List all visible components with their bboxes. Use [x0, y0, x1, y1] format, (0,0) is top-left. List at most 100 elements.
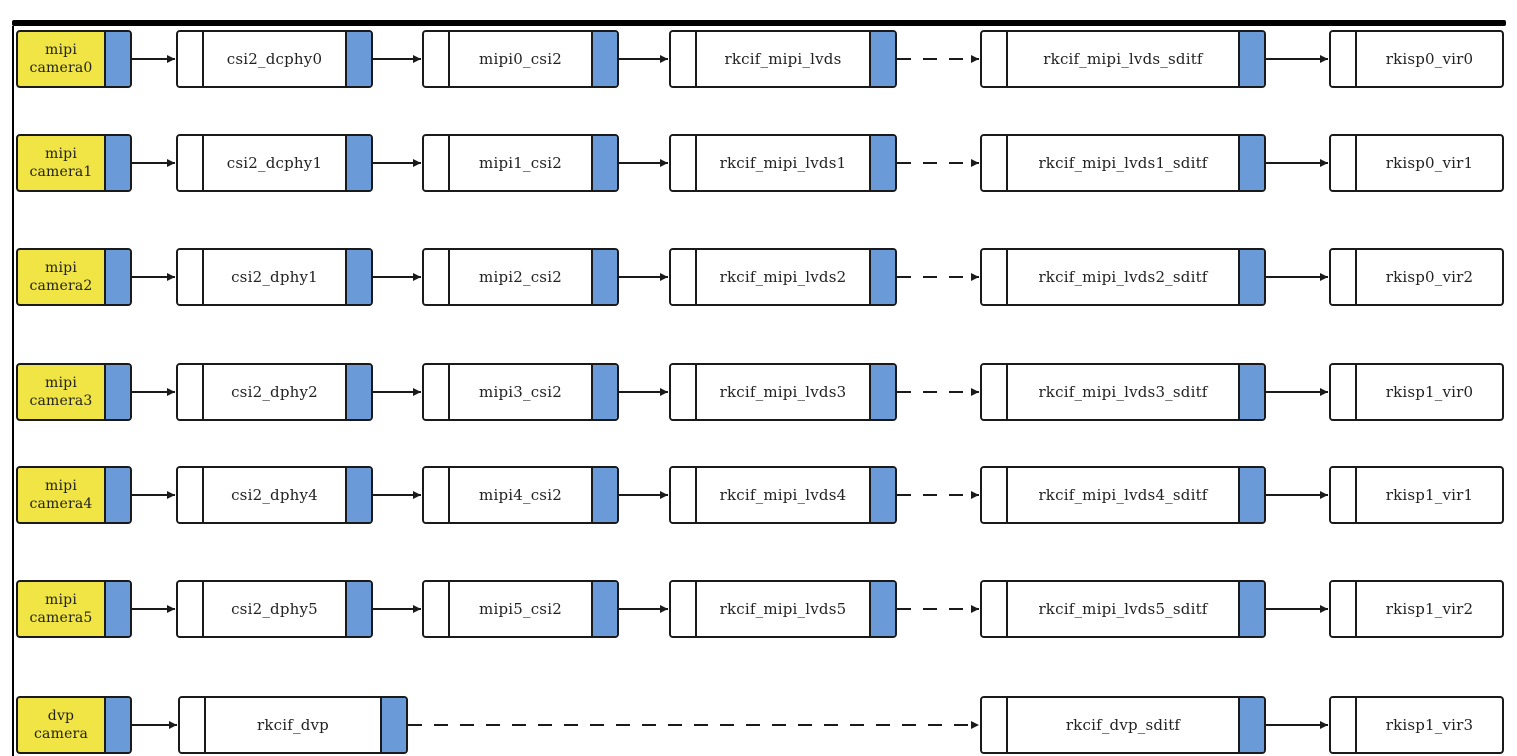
camera-label-line: mipi	[45, 146, 77, 162]
output-port	[1238, 136, 1264, 190]
isp-node: rkisp0_vir2	[1329, 248, 1504, 306]
sditf-node-label: rkcif_mipi_lvds2_sditf	[1038, 268, 1208, 286]
camera-label-line: dvp	[47, 708, 75, 724]
output-port	[345, 250, 371, 304]
input-port	[671, 468, 697, 522]
dphy-node: csi2_dphy1	[176, 248, 373, 306]
lvds-node-label: rkcif_mipi_lvds4	[719, 486, 847, 504]
output-port	[104, 250, 130, 304]
input-port	[178, 32, 204, 86]
lvds-node: rkcif_mipi_lvds4	[669, 466, 897, 524]
output-port	[1238, 250, 1264, 304]
output-port	[345, 582, 371, 636]
isp-node: rkisp1_vir2	[1329, 580, 1504, 638]
lvds-node: rkcif_mipi_lvds2	[669, 248, 897, 306]
input-port	[424, 136, 450, 190]
sditf-node: rkcif_mipi_lvds2_sditf	[980, 248, 1266, 306]
input-port	[1331, 32, 1357, 86]
output-port	[104, 468, 130, 522]
dphy-node-label: csi2_dphy2	[231, 383, 318, 401]
csi2-node-label: mipi3_csi2	[479, 383, 562, 401]
csi2-node: mipi0_csi2	[422, 30, 619, 88]
dvp-sditf-node: rkcif_dvp_sditf	[980, 696, 1266, 754]
output-port	[591, 250, 617, 304]
input-port	[982, 250, 1008, 304]
sditf-node: rkcif_mipi_lvds4_sditf	[980, 466, 1266, 524]
input-port	[178, 468, 204, 522]
output-port	[869, 582, 895, 636]
output-port	[104, 582, 130, 636]
input-port	[1331, 698, 1357, 752]
lvds-node: rkcif_mipi_lvds3	[669, 363, 897, 421]
output-port	[869, 32, 895, 86]
sditf-node: rkcif_mipi_lvds5_sditf	[980, 580, 1266, 638]
camera-node-label: mipi camera1	[18, 136, 104, 190]
input-port	[671, 365, 697, 419]
dphy-node-label: csi2_dcphy1	[226, 154, 323, 172]
camera-node-label: mipi camera4	[18, 468, 104, 522]
input-port	[982, 698, 1008, 752]
lvds-node: rkcif_mipi_lvds1	[669, 134, 897, 192]
input-port	[982, 365, 1008, 419]
input-port	[424, 365, 450, 419]
input-port	[671, 32, 697, 86]
output-port	[345, 136, 371, 190]
output-port	[104, 698, 130, 752]
input-port	[424, 32, 450, 86]
input-port	[424, 582, 450, 636]
output-port	[591, 468, 617, 522]
camera-label-line: camera1	[29, 164, 93, 180]
input-port	[671, 136, 697, 190]
output-port	[591, 32, 617, 86]
camera-label-line: mipi	[45, 260, 77, 276]
top-border	[12, 20, 1506, 26]
camera-label-line: camera4	[29, 496, 93, 512]
isp-node-label: rkisp1_vir0	[1385, 383, 1474, 401]
camera-label-line: mipi	[45, 478, 77, 494]
isp-node-label: rkisp0_vir2	[1385, 268, 1474, 286]
csi2-node-label: mipi2_csi2	[479, 268, 562, 286]
lvds-node-label: rkcif_mipi_lvds5	[719, 600, 847, 618]
csi2-node-label: mipi5_csi2	[479, 600, 562, 618]
input-port	[982, 582, 1008, 636]
left-border	[12, 26, 14, 756]
dvp-isp-node-label: rkisp1_vir3	[1385, 716, 1474, 734]
output-port	[869, 365, 895, 419]
isp-node-label: rkisp1_vir2	[1385, 600, 1474, 618]
dphy-node-label: csi2_dphy4	[231, 486, 318, 504]
output-port	[591, 365, 617, 419]
sditf-node-label: rkcif_mipi_lvds4_sditf	[1038, 486, 1208, 504]
sditf-node-label: rkcif_mipi_lvds3_sditf	[1038, 383, 1208, 401]
output-port	[1238, 582, 1264, 636]
output-port	[869, 468, 895, 522]
sditf-node: rkcif_mipi_lvds3_sditf	[980, 363, 1266, 421]
csi2-node-label: mipi1_csi2	[479, 154, 562, 172]
camera-label-line: mipi	[45, 375, 77, 391]
dvp-sditf-node-label: rkcif_dvp_sditf	[1065, 716, 1181, 734]
dvp-isp-node: rkisp1_vir3	[1329, 696, 1504, 754]
sditf-node-label: rkcif_mipi_lvds5_sditf	[1038, 600, 1208, 618]
csi2-node: mipi2_csi2	[422, 248, 619, 306]
csi2-node: mipi1_csi2	[422, 134, 619, 192]
lvds-node-label: rkcif_mipi_lvds2	[719, 268, 847, 286]
dphy-node: csi2_dcphy1	[176, 134, 373, 192]
output-port	[869, 136, 895, 190]
output-port	[345, 468, 371, 522]
sditf-node-label: rkcif_mipi_lvds1_sditf	[1038, 154, 1208, 172]
csi2-node-label: mipi0_csi2	[479, 50, 562, 68]
output-port	[104, 136, 130, 190]
input-port	[180, 698, 206, 752]
input-port	[424, 468, 450, 522]
dphy-node-label: csi2_dphy5	[231, 600, 318, 618]
dphy-node: csi2_dphy5	[176, 580, 373, 638]
camera-label-line: mipi	[45, 42, 77, 58]
lvds-node-label: rkcif_mipi_lvds3	[719, 383, 847, 401]
output-port	[591, 136, 617, 190]
